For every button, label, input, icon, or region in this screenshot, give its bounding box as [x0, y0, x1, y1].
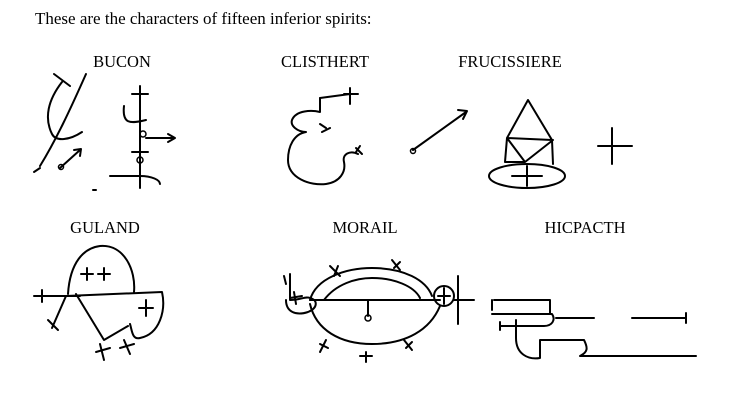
- morail-sigil: [283, 259, 475, 363]
- spirit-name-clisthert: CLISTHERT: [281, 52, 369, 71]
- hicpacth-sigil: [491, 299, 697, 360]
- frucissiere-sigil: [409, 99, 633, 189]
- spirit-name-bucon: BUCON: [93, 52, 151, 71]
- guland-sigil: [33, 244, 165, 361]
- bucon-sigil: [33, 73, 176, 191]
- spirit-name-morail: MORAIL: [332, 218, 398, 237]
- spirit-name-hicpacth: HICPACTH: [544, 218, 626, 237]
- spirit-name-guland: GULAND: [70, 218, 140, 237]
- intro-text: These are the characters of fifteen infe…: [35, 9, 372, 28]
- clisthert-sigil: [287, 87, 363, 186]
- spirit-name-frucissiere: FRUCISSIERE: [458, 52, 562, 71]
